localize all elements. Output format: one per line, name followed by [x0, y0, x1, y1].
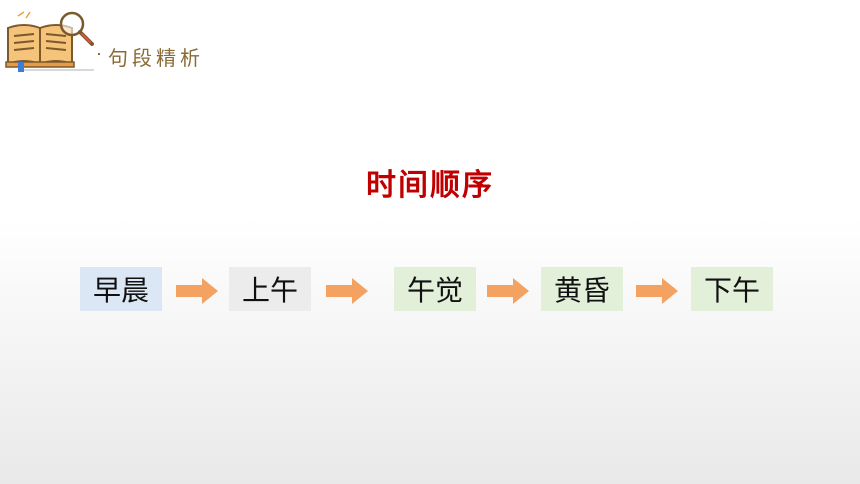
page-title: 时间顺序: [366, 168, 494, 203]
sequence-item-morning: 早晨: [80, 267, 162, 311]
arrow-right-icon: [176, 278, 218, 304]
sequence-item-afternoon: 下午: [691, 267, 773, 311]
arrow-right-icon: [636, 278, 678, 304]
sequence-item-nap: 午觉: [394, 267, 476, 311]
section-title: 句段精析: [108, 46, 204, 70]
sequence-item-forenoon: 上午: [229, 267, 311, 311]
sequence-item-dusk: 黄昏: [541, 267, 623, 311]
arrow-right-icon: [487, 278, 529, 304]
section-header: 句段精析: [4, 8, 244, 72]
arrow-right-icon: [326, 278, 368, 304]
book-magnifier-icon: [5, 11, 100, 72]
